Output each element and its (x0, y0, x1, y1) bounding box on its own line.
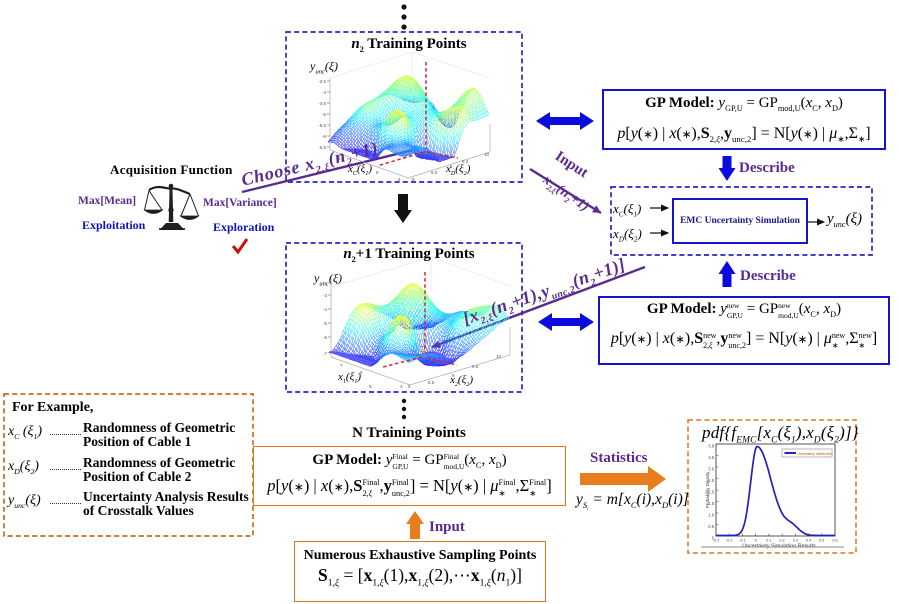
svg-text:-3: -3 (323, 293, 327, 298)
svg-text:9.2: 9.2 (462, 159, 469, 164)
svg-text:4: 4 (400, 384, 403, 389)
svg-text:-4.5: -4.5 (318, 101, 326, 106)
svg-text:3.8: 3.8 (708, 444, 714, 449)
svg-text:0.3: 0.3 (793, 539, 798, 543)
svg-text:-5.5: -5.5 (318, 123, 326, 128)
svg-text:3.0: 3.0 (708, 467, 714, 472)
svg-text:3.5: 3.5 (708, 455, 714, 460)
svg-text:9: 9 (450, 164, 453, 169)
svg-text:0.2: 0.2 (780, 539, 785, 543)
svg-text:2.0: 2.0 (708, 490, 714, 495)
svg-text:5: 5 (369, 384, 372, 389)
svg-text:-4: -4 (323, 307, 327, 312)
svg-text:8: 8 (412, 177, 415, 182)
svg-text:7: 7 (340, 363, 343, 368)
svg-text:-7: -7 (323, 351, 327, 356)
svg-text:9.5: 9.5 (472, 364, 479, 369)
svg-text:-6: -6 (322, 134, 326, 139)
svg-text:0.6: 0.6 (832, 539, 837, 543)
svg-text:0: 0 (755, 539, 757, 543)
svg-text:5: 5 (408, 384, 411, 389)
svg-text:8.5: 8.5 (431, 170, 438, 175)
svg-text:1.5: 1.5 (708, 501, 714, 506)
svg-text:0: 0 (712, 536, 715, 541)
svg-text:-6: -6 (323, 335, 327, 340)
svg-text:7: 7 (356, 163, 359, 168)
svg-text:-0.1: -0.1 (739, 539, 745, 543)
svg-text:0.1: 0.1 (766, 539, 771, 543)
svg-text:Uncertainty distribution: Uncertainty distribution (798, 452, 833, 456)
svg-text:-5: -5 (322, 112, 326, 117)
svg-text:-6.5: -6.5 (318, 145, 326, 150)
svg-text:4: 4 (398, 177, 401, 182)
svg-text:Probability Density: Probability Density (705, 471, 710, 508)
svg-text:-3.5: -3.5 (318, 79, 326, 84)
svg-text:1.0: 1.0 (708, 513, 714, 518)
svg-text:0.5: 0.5 (819, 539, 824, 543)
svg-text:9: 9 (452, 373, 455, 378)
svg-text:2.5: 2.5 (708, 478, 714, 483)
svg-text:★: ★ (420, 348, 426, 356)
svg-text:-4: -4 (322, 90, 326, 95)
svg-text:-0.3: -0.3 (713, 539, 719, 543)
svg-text:8.5: 8.5 (428, 380, 435, 385)
svg-text:6: 6 (360, 370, 363, 375)
svg-text:10: 10 (496, 354, 502, 359)
svg-text:6: 6 (338, 156, 341, 161)
svg-text:0.4: 0.4 (806, 539, 811, 543)
svg-text:8: 8 (376, 170, 379, 175)
svg-text:0.5: 0.5 (708, 524, 714, 529)
svg-text:-5: -5 (323, 321, 327, 326)
svg-text:-0.2: -0.2 (726, 539, 732, 543)
svg-text:10: 10 (484, 152, 490, 157)
